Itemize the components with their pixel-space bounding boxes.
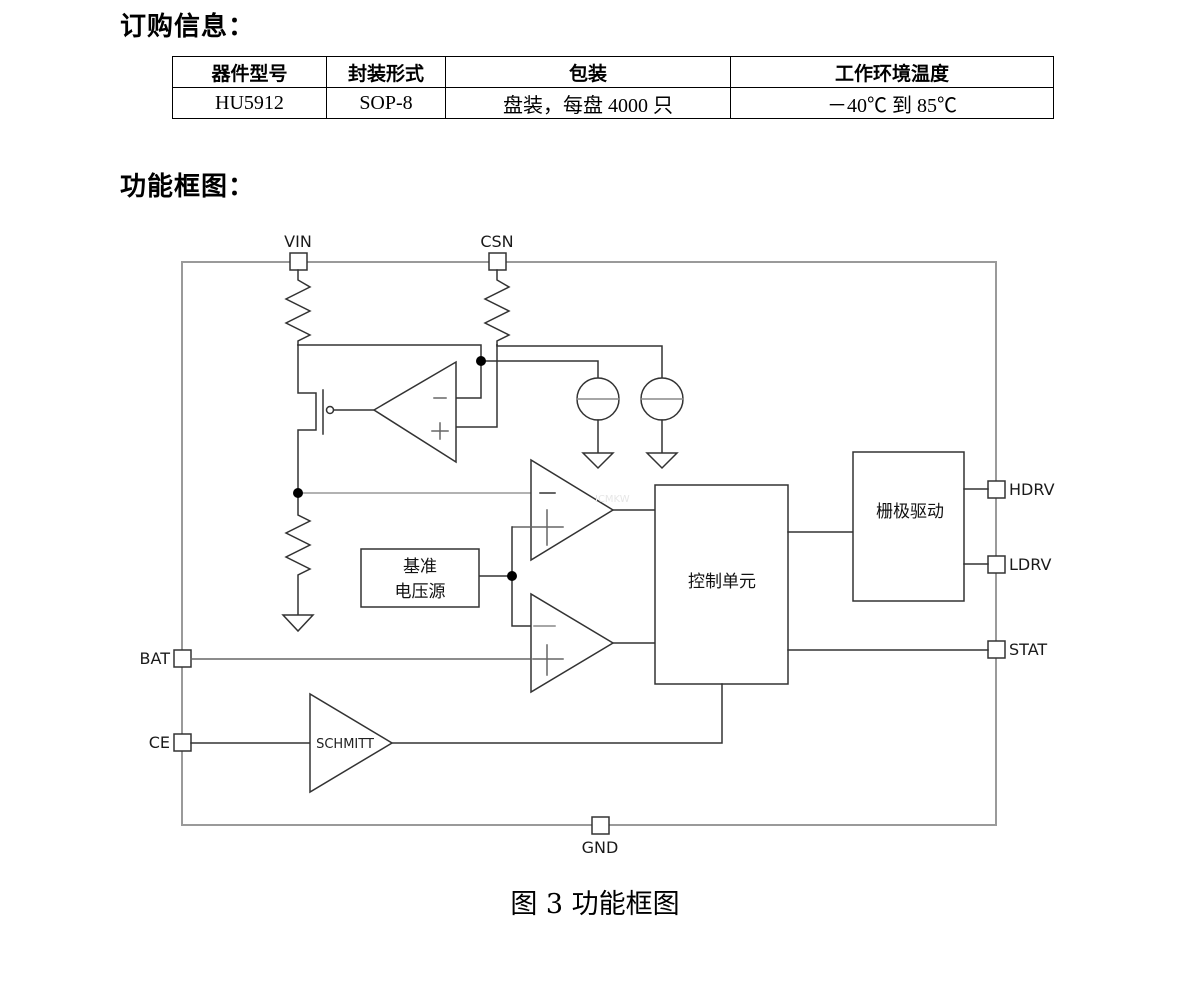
control-unit-block (654, 484, 789, 685)
wire-dot-minus (454, 360, 482, 399)
plus-sign-comp2 (532, 644, 564, 676)
ground-cs1 (581, 452, 615, 470)
header-packing: 包装 (445, 56, 731, 88)
pin-csn (488, 252, 507, 271)
wire-dot-cs1 (480, 360, 599, 379)
schmitt-label: SCHMITT (316, 737, 374, 752)
ground-cs2 (645, 452, 679, 470)
cell-temperature: －40℃ 到 85℃ (730, 87, 1054, 119)
header-package: 封装形式 (326, 56, 446, 88)
junction-dot (507, 571, 517, 581)
ordering-table: 器件型号 封装形式 包装 工作环境温度 HU5912 SOP-8 盘装，每盘 4… (172, 56, 1054, 119)
control-unit-label: 控制单元 (688, 572, 756, 592)
pmos-gate-bubble (325, 405, 335, 415)
pin-stat (987, 640, 1006, 659)
pin-label-ldrv: LDRV (1009, 555, 1051, 574)
resistor-vin (284, 269, 312, 346)
pin-label-bat: BAT (140, 649, 171, 668)
pin-label-vin: VIN (284, 232, 312, 251)
resistor-divider (284, 492, 312, 616)
gate-driver-block (852, 451, 965, 602)
watermark: ICMKW (595, 494, 630, 505)
cell-package: SOP-8 (326, 87, 446, 119)
wire-ref-node (478, 526, 531, 627)
schmitt-trigger (309, 692, 394, 794)
comparator-1 (530, 458, 615, 562)
plus-sign-error-amp (431, 422, 449, 440)
gate-driver-label: 栅极驱动 (876, 502, 944, 522)
plus-sign-comp1 (512, 509, 564, 546)
junction-dot (293, 488, 303, 498)
pin-bat (173, 649, 192, 668)
wire-vin-node (297, 344, 482, 361)
block-diagram-title: 功能框图： (120, 172, 256, 202)
cell-part-number: HU5912 (172, 87, 327, 119)
pin-label-ce: CE (149, 733, 170, 752)
reference-voltage-block (360, 548, 480, 608)
pin-ldrv (987, 555, 1006, 574)
pin-vin (289, 252, 308, 271)
error-amplifier (372, 360, 457, 464)
table-header-row: 器件型号 封装形式 包装 工作环境温度 (172, 56, 1054, 88)
wire-control-to-schmitt (391, 683, 723, 744)
cell-packing: 盘装，每盘 4000 只 (445, 87, 731, 119)
pin-label-gnd: GND (582, 838, 619, 857)
pin-hdrv (987, 480, 1006, 499)
chip-outline (181, 261, 997, 826)
comparator-2 (530, 592, 615, 694)
reference-label-line2: 电压源 (395, 582, 446, 602)
ordering-info-title: 订购信息： (120, 12, 256, 42)
pmos-transistor (297, 344, 317, 494)
ground-divider (281, 614, 315, 633)
figure-caption: 图 3 功能框图 (510, 889, 680, 920)
pin-ce (173, 733, 192, 752)
pin-gnd (591, 816, 610, 835)
header-part-number: 器件型号 (172, 56, 327, 88)
table-row: HU5912 SOP-8 盘装，每盘 4000 只 －40℃ 到 85℃ (172, 87, 1054, 119)
pin-label-stat: STAT (1009, 640, 1047, 659)
pin-label-hdrv: HDRV (1009, 480, 1055, 499)
wire-csn-plus (454, 344, 498, 428)
resistor-csn (483, 269, 511, 346)
junction-dot (476, 356, 486, 366)
pin-label-csn: CSN (480, 232, 513, 251)
reference-label-line1: 基准 (403, 557, 437, 577)
